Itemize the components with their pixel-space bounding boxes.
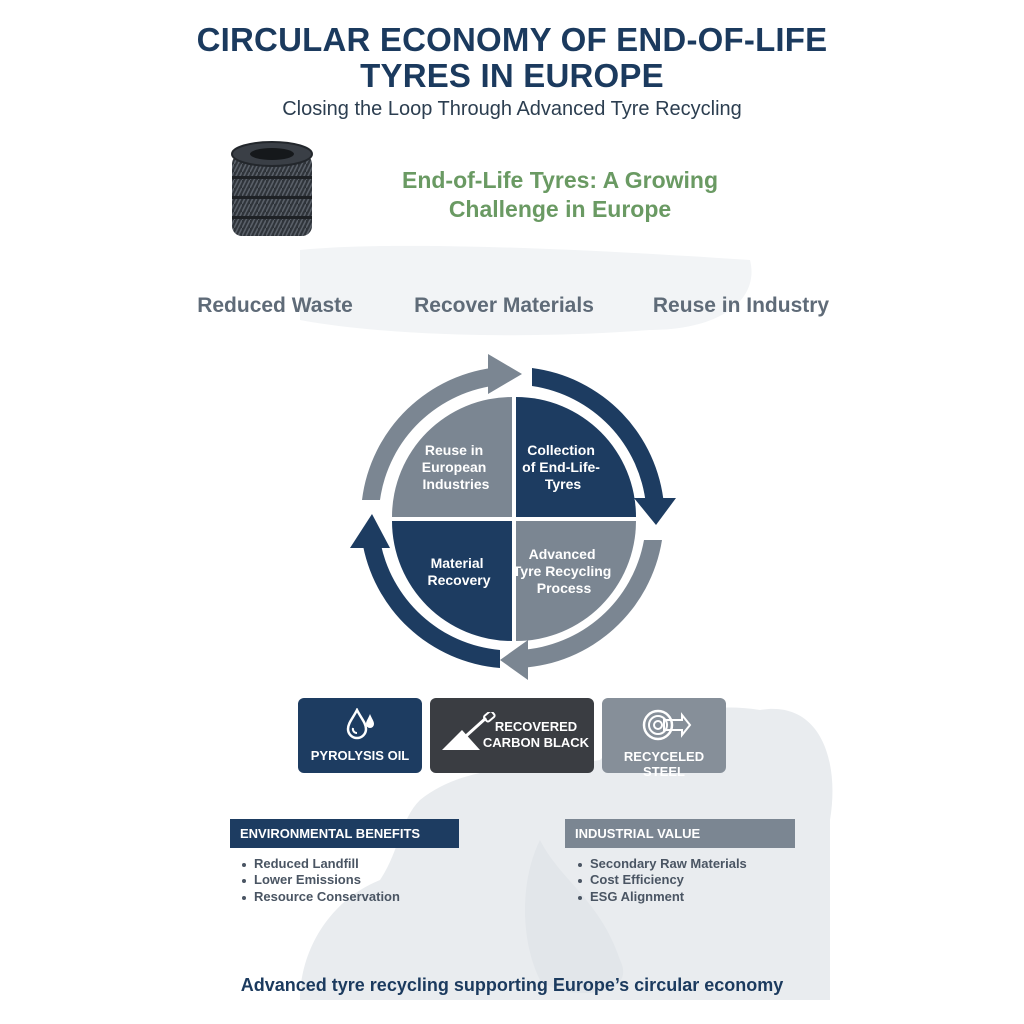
arrow-head-bottom-left bbox=[350, 514, 390, 548]
material-carbon-black: RECOVERED CARBON BLACK bbox=[430, 698, 594, 773]
cycle-label-recycling: Advanced Tyre Recycling Process bbox=[513, 546, 615, 596]
tyre-stack-icon bbox=[231, 141, 313, 236]
shovel-pile-icon bbox=[442, 712, 496, 750]
section-heading: End-of-Life Tyres: A Growing Challenge i… bbox=[370, 166, 750, 224]
oil-drop-icon bbox=[346, 708, 374, 740]
industrial-value-list: Secondary Raw Materials Cost Efficiency … bbox=[576, 856, 747, 905]
quadrant-collection bbox=[516, 397, 636, 517]
list-item: Resource Conservation bbox=[240, 889, 400, 905]
quadrant-recovery bbox=[392, 521, 512, 641]
pillar-reuse-in-industry: Reuse in Industry bbox=[652, 294, 830, 317]
arrow-head-top-right bbox=[634, 498, 676, 525]
list-item: Secondary Raw Materials bbox=[576, 856, 747, 872]
environmental-benefits-header: ENVIRONMENTAL BENEFITS bbox=[230, 819, 459, 848]
page-subtitle: Closing the Loop Through Advanced Tyre R… bbox=[282, 98, 742, 120]
section-heading-line-2: Challenge in Europe bbox=[448, 196, 672, 222]
material-label: PYROLYSIS OIL bbox=[310, 748, 410, 763]
section-heading-line-1: End-of-Life Tyres: A Growing bbox=[401, 167, 719, 193]
title-line-2: TYRES IN EUROPE bbox=[360, 57, 664, 94]
list-item: ESG Alignment bbox=[576, 889, 747, 905]
arrow-top-left bbox=[362, 367, 500, 500]
material-recycled-steel: RECYCELED STEEL bbox=[602, 698, 726, 779]
material-label: RECYCELED STEEL bbox=[623, 749, 705, 779]
cycle-label-reuse: Reuse in European Industries bbox=[422, 442, 490, 492]
material-label-line-2: CARBON BLACK bbox=[482, 735, 590, 750]
environmental-benefits-list: Reduced Landfill Lower Emissions Resourc… bbox=[240, 856, 400, 905]
arrow-bottom-left bbox=[362, 540, 500, 668]
arrow-top-right bbox=[532, 368, 664, 505]
arrow-head-top-left bbox=[488, 354, 522, 394]
pillar-reduced-waste: Reduced Waste bbox=[197, 294, 353, 317]
material-pyrolysis-oil: PYROLYSIS OIL bbox=[298, 698, 422, 773]
arrow-bottom-right bbox=[520, 540, 662, 668]
steel-coil-icon bbox=[642, 709, 692, 741]
list-item: Cost Efficiency bbox=[576, 872, 747, 888]
cycle-quadrants bbox=[392, 397, 636, 641]
material-label-line-1: RECOVERED bbox=[494, 719, 578, 734]
list-item: Reduced Landfill bbox=[240, 856, 400, 872]
list-item: Lower Emissions bbox=[240, 872, 400, 888]
footer-tagline: Advanced tyre recycling supporting Europ… bbox=[240, 975, 784, 995]
quadrant-reuse bbox=[392, 397, 512, 517]
cycle-label-collection: Collection of End-Life- Tyres bbox=[522, 442, 604, 492]
page-title: CIRCULAR ECONOMY OF END-OF-LIFE TYRES IN… bbox=[100, 22, 924, 94]
title-line-1: CIRCULAR ECONOMY OF END-OF-LIFE bbox=[196, 21, 828, 58]
quadrant-recycling bbox=[516, 521, 636, 641]
industrial-value-header: INDUSTRIAL VALUE bbox=[565, 819, 795, 848]
arrow-head-bottom-right bbox=[500, 640, 528, 680]
pillar-recover-materials: Recover Materials bbox=[414, 294, 594, 317]
cycle-label-recovery: Material Recovery bbox=[427, 555, 490, 588]
